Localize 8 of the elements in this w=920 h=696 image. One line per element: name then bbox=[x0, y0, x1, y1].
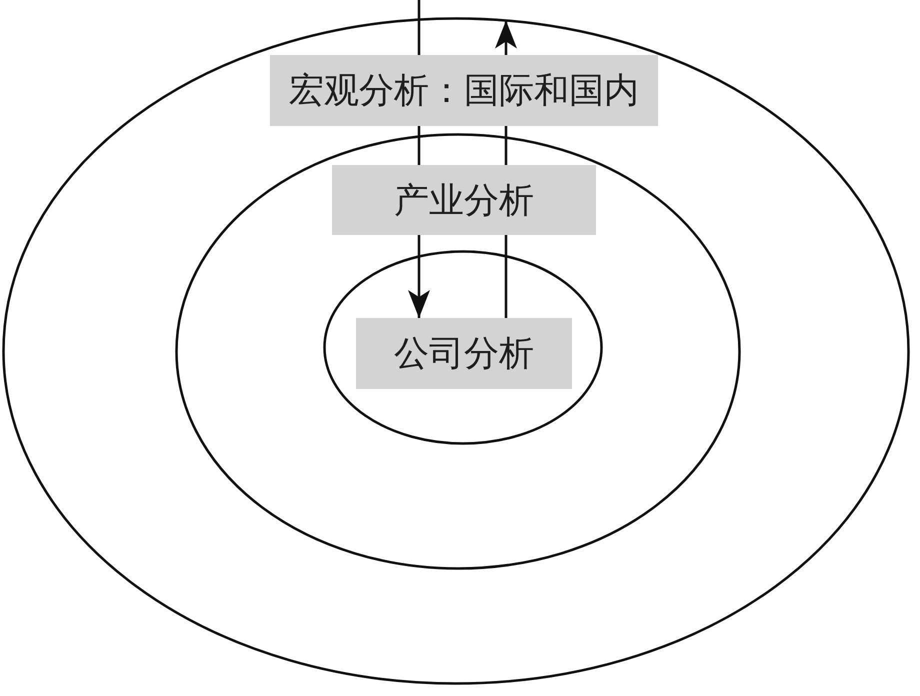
arrow bbox=[408, 0, 430, 318]
arrow bbox=[495, 20, 517, 318]
level-label: 公司分析 bbox=[356, 318, 572, 389]
outer-ellipse bbox=[2, 17, 910, 685]
level-label: 宏观分析：国际和国内 bbox=[270, 55, 658, 126]
level-label: 产业分析 bbox=[332, 165, 596, 235]
middle-ellipse bbox=[175, 133, 741, 570]
inner-ellipse bbox=[323, 250, 603, 445]
